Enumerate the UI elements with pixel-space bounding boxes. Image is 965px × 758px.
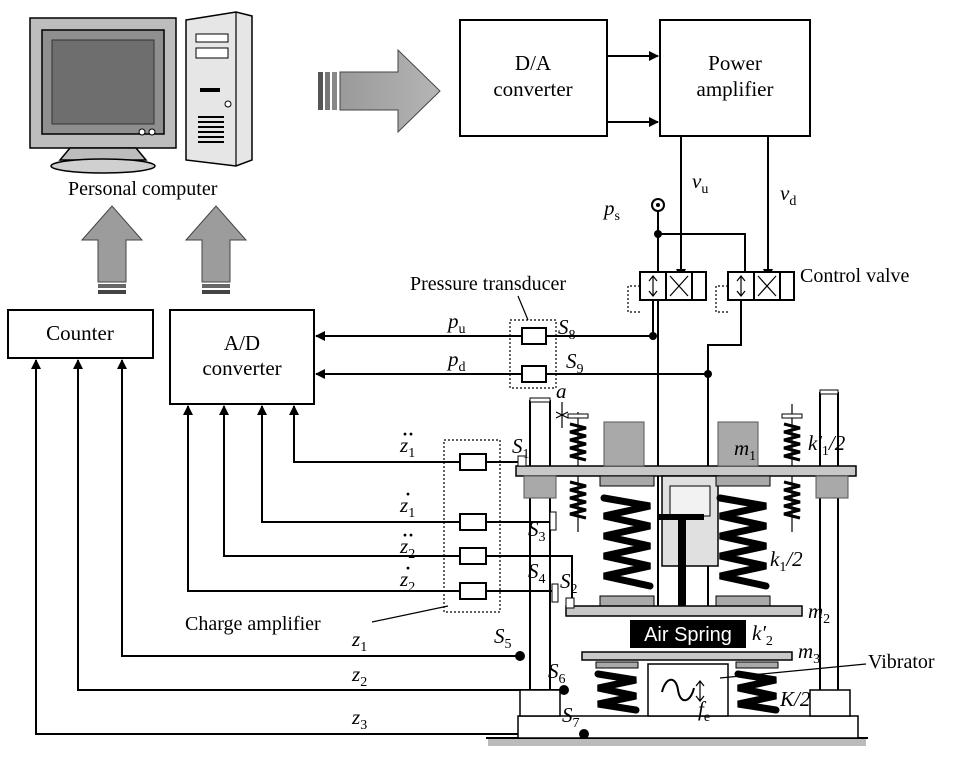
charge-amp-1	[459, 453, 487, 471]
s4-symbol: S4	[528, 559, 546, 587]
pressure-transducer-s9	[521, 365, 547, 383]
spring-k1-left-icon	[599, 475, 655, 607]
z2-accel-symbol: z2	[399, 534, 415, 562]
ad-to-pc-arrow-icon	[184, 205, 248, 294]
z2-velocity-symbol: z2	[399, 567, 415, 595]
svg-text:·: ·	[405, 484, 411, 504]
z2-symbol: z2	[351, 662, 367, 690]
s5-sensor	[515, 651, 525, 661]
air-spring	[630, 620, 746, 648]
charge-amplifier-group	[443, 439, 501, 613]
pd-symbol: pd	[446, 347, 466, 375]
spring-K-left-icon	[594, 661, 640, 714]
m1-plate	[515, 465, 857, 477]
pu-symbol: pu	[446, 309, 466, 337]
vibrator-box	[647, 663, 729, 717]
pressure-transducer-group	[509, 319, 557, 389]
z1-symbol: z1	[351, 627, 367, 655]
counter-box	[7, 309, 154, 359]
ad-converter-box	[169, 309, 315, 405]
s8-symbol: S8	[558, 315, 576, 343]
control-valve-right-icon	[715, 271, 795, 313]
spring-K-right-icon	[734, 661, 780, 714]
svg-text:·: ·	[405, 558, 411, 578]
charge-amp-2	[459, 513, 487, 531]
power-amplifier-box	[659, 19, 811, 137]
counter-to-pc-arrow-icon	[80, 205, 144, 294]
m1-symbol: m1	[734, 436, 756, 464]
m2-symbol: m2	[808, 599, 830, 627]
pressure-transducer-label: Pressure transducer	[410, 273, 566, 295]
a-symbol: a	[556, 379, 567, 403]
pc-to-da-arrow-icon	[318, 48, 441, 134]
s7-symbol: S7	[562, 703, 580, 731]
m3-plate	[581, 651, 793, 661]
svg-text:··: ··	[402, 525, 414, 545]
vu-symbol: vu	[692, 169, 708, 197]
ad-converter-label-line2: converter	[202, 356, 281, 380]
spring-k1prime-right-icon	[781, 404, 803, 532]
z3-symbol: z3	[351, 705, 367, 733]
control-valve-label: Control valve	[800, 265, 910, 287]
charge-amp-3	[459, 547, 487, 565]
charge-amplifier-label: Charge amplifier	[185, 613, 321, 635]
K-symbol: K/2	[779, 687, 811, 711]
s2-symbol: S2	[560, 569, 578, 597]
fe-symbol: fe	[698, 697, 710, 725]
counter-label: Counter	[46, 321, 114, 345]
s1-symbol: S1	[512, 434, 530, 462]
vibration-wave-icon	[661, 678, 695, 702]
vd-symbol: vd	[780, 181, 796, 209]
m2-plate	[565, 605, 803, 617]
pressure-transducer-s8	[521, 327, 547, 345]
ground	[488, 738, 866, 746]
power-amplifier-label-line2: amplifier	[697, 77, 774, 101]
power-amplifier-label-line1: Power	[708, 51, 762, 75]
s6-symbol: S6	[548, 659, 566, 687]
personal-computer-icon	[29, 11, 253, 174]
da-converter-label-line2: converter	[493, 77, 572, 101]
k1prime-symbol: k′1/2	[808, 431, 846, 459]
spring-k1prime-left-icon	[567, 412, 589, 532]
spring-k1-right-icon	[715, 475, 771, 607]
control-valve-left-icon	[627, 271, 707, 313]
air-spring-label: Air Spring	[644, 624, 732, 646]
s6-sensor	[559, 685, 569, 695]
z1-accel-symbol: z1	[399, 433, 415, 461]
m3-symbol: m3	[798, 639, 820, 667]
ps-symbol: ps	[602, 196, 620, 224]
da-converter-box	[459, 19, 608, 137]
s9-symbol: S9	[566, 349, 584, 377]
m1-mass-right	[717, 421, 759, 467]
s7-sensor	[579, 729, 589, 739]
svg-text:··: ··	[402, 424, 414, 444]
da-converter-label-line1: D/A	[515, 51, 552, 75]
m1-mass-left	[603, 421, 645, 467]
ad-converter-label-line1: A/D	[224, 331, 260, 355]
charge-amp-4	[459, 582, 487, 600]
z1-velocity-symbol: z1	[399, 493, 415, 521]
k2prime-symbol: k′2	[752, 621, 773, 649]
personal-computer-label: Personal computer	[68, 178, 218, 200]
k1-symbol: k1/2	[770, 547, 803, 575]
s3-symbol: S3	[528, 517, 546, 545]
vibrator-label: Vibrator	[868, 651, 935, 673]
s5-symbol: S5	[494, 624, 512, 652]
